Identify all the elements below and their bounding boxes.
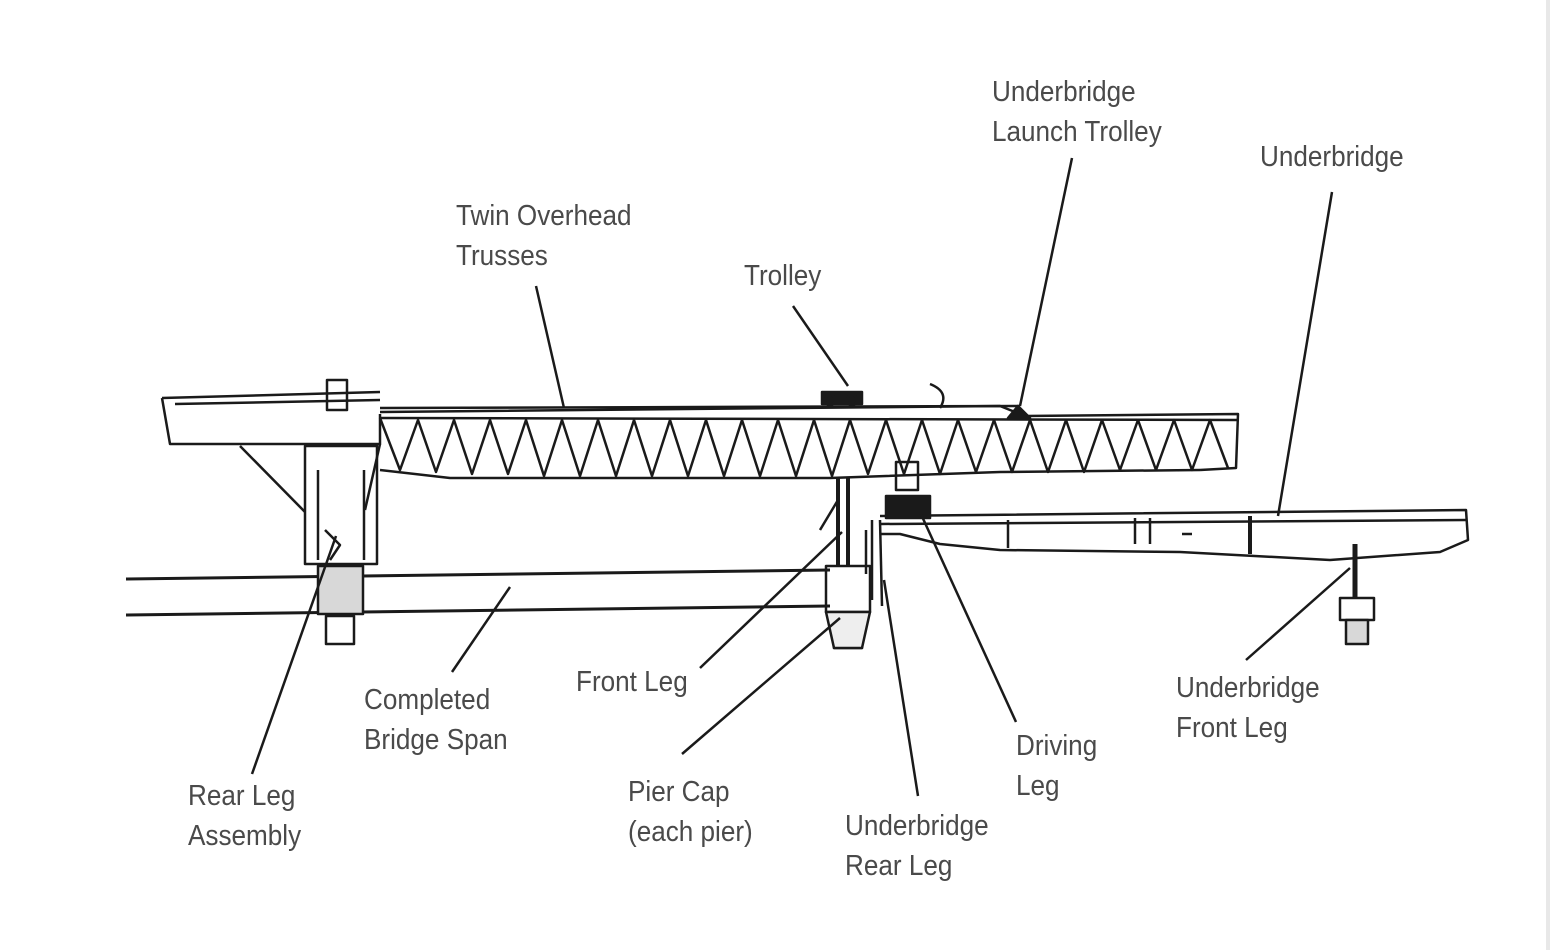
underbridge-rear-leg: [864, 519, 884, 607]
leader-underbridge: [1276, 191, 1334, 517]
underbridge-launch-trolley: [1006, 404, 1032, 420]
label-twin-overhead-trusses: Twin Overhead Trusses: [456, 200, 632, 272]
leader-underbridge-front-leg: [1245, 567, 1351, 661]
label-underbridge-rear-leg: Underbridge Rear Leg: [845, 810, 989, 882]
leader-rear-leg-assembly: [250, 535, 338, 775]
trolley: [820, 390, 864, 407]
leader-twin-overhead-trusses: [534, 285, 566, 409]
label-underbridge-front-leg: Underbridge Front Leg: [1176, 672, 1320, 744]
underbridge: [879, 508, 1470, 562]
leader-driving-leg: [918, 511, 1018, 723]
completed-bridge-span: [125, 568, 831, 617]
underbridge-front-leg: [1338, 544, 1376, 646]
driving-leg: [884, 460, 932, 520]
label-rear-leg-assembly: Rear Leg Assembly: [188, 780, 302, 852]
leader-pier-cap: [681, 617, 841, 755]
label-front-leg: Front Leg: [576, 666, 688, 698]
leader-trolley: [791, 305, 850, 387]
label-driving-leg: Driving Leg: [1016, 730, 1098, 802]
leader-front-leg: [699, 531, 843, 669]
rear-leg-assembly: [303, 378, 379, 646]
label-pier-cap: Pier Cap (each pier): [628, 776, 753, 848]
twin-overhead-trusses: [378, 382, 1240, 480]
leader-underbridge-rear-leg: [882, 579, 920, 797]
label-trolley: Trolley: [744, 260, 822, 292]
label-underbridge-launch-trolley: Underbridge Launch Trolley: [992, 76, 1162, 148]
label-underbridge: Underbridge: [1260, 141, 1404, 173]
leader-lines: [250, 157, 1351, 797]
leader-completed-bridge-span: [450, 586, 512, 673]
leader-underbridge-launch-trolley: [1018, 157, 1074, 407]
label-completed-bridge-span: Completed Bridge Span: [364, 684, 508, 756]
pier-cap: [824, 610, 872, 650]
